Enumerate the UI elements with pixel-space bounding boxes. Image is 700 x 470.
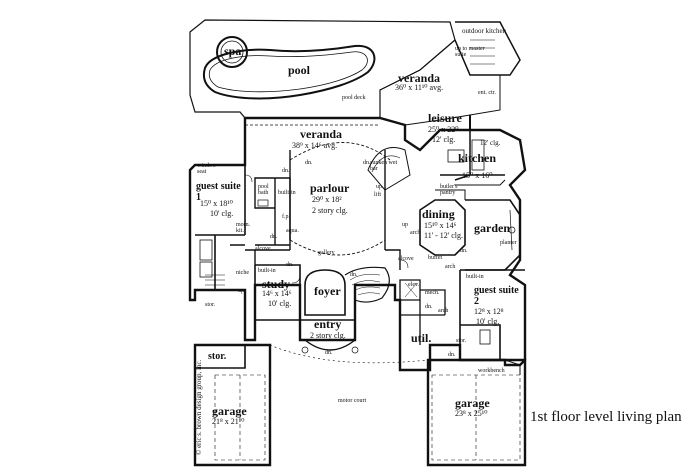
built-in-1-label: built-in	[278, 190, 296, 196]
guest-suite-1-dim: 15⁰ x 18¹⁰	[200, 199, 233, 208]
leisure-clg: 12' clg.	[432, 135, 456, 144]
garden-label: garden	[474, 221, 510, 235]
study-dim: 14⁶ x 14⁶	[262, 289, 292, 298]
main-veranda-dim: 38⁹ x 14⁶ avg.	[292, 141, 338, 150]
dining-label: dining	[422, 207, 455, 221]
dn-marker-3: dn.	[363, 160, 371, 166]
alcove-1-label: alcove	[255, 246, 271, 252]
garage-2-dim: 23⁸ x 25¹⁰	[455, 409, 488, 418]
aqua-label: aqua.	[286, 228, 299, 234]
parlour-clg: 2 story clg.	[312, 206, 348, 215]
util-label: util.	[411, 331, 432, 345]
stor-2-label: stor.	[208, 351, 227, 362]
window-seat-label: window seat	[197, 163, 217, 176]
garage-1-label: garage	[212, 404, 247, 418]
alcove-2-label: alcove	[398, 256, 414, 262]
leisure-label: leisure	[428, 111, 462, 125]
pool-bath-label: pool bath	[258, 184, 269, 197]
grand-stair	[344, 266, 390, 303]
stor-3-label: stor.	[456, 338, 467, 344]
dining-dim: 15¹⁰ x 14⁶	[424, 221, 457, 230]
entry-clg: 2 story clg.	[310, 331, 346, 340]
arch-3-label: arch	[438, 308, 449, 314]
kitchen-label: kitchen	[458, 151, 497, 165]
garage-1-dim: 21⁸ x 21¹⁰	[212, 417, 245, 426]
dn-marker-8: dn.	[425, 304, 433, 310]
study-label: study	[262, 277, 291, 291]
pool-deck-boundary	[189, 19, 456, 119]
dn-marker-4: dn.	[270, 234, 278, 240]
pool-outline	[202, 44, 376, 100]
buffet-label: buffet	[428, 255, 443, 261]
kitchen-clg: 12' clg.	[480, 139, 501, 147]
pool-deck-label: pool deck	[342, 95, 366, 101]
dining-clg: 11' - 12' clg.	[424, 231, 464, 240]
spa-outline	[216, 36, 248, 68]
plan-caption: 1st floor level living plan	[530, 409, 682, 425]
dn-marker-10: dn.	[448, 352, 456, 358]
planter-label: planter	[500, 240, 517, 246]
butlers-pantry-label: butler's pantry	[440, 184, 458, 197]
kitchen-dim: 15⁰ x 16⁰	[462, 171, 493, 180]
mech-label: mech.	[425, 290, 440, 296]
dn-marker-1: dn.	[282, 168, 290, 174]
guest-suite-2-label: guest suite 2	[474, 285, 519, 307]
garage-2-walls	[426, 358, 527, 467]
guest-suite-2-dim: 12⁸ x 12⁸	[474, 307, 504, 316]
elev-label: elev.	[408, 282, 420, 288]
built-in-3-label: built-in	[466, 274, 484, 280]
stor-1-label: stor.	[205, 302, 216, 308]
dining-outline	[419, 199, 466, 256]
exterior-walls	[188, 116, 527, 372]
built-in-2-label: built-in	[258, 268, 276, 274]
leisure-dim: 25⁰ x 22⁰	[428, 125, 459, 134]
up-marker-1: up	[376, 184, 382, 190]
upper-veranda-label: veranda	[398, 71, 440, 85]
morn-kit-label: morn. kit.	[236, 222, 251, 235]
up-marker-3: up	[238, 288, 244, 294]
gallery-label: gallery	[318, 250, 335, 256]
guest-suite-1-label: guest suite 1	[196, 181, 241, 203]
fp-label: f.p.	[282, 214, 290, 220]
foyer-outline	[304, 269, 346, 316]
outdoor-kitchen-label: outdoor kitchen	[462, 27, 507, 35]
dn-marker-9: dn.	[325, 350, 333, 356]
sunken-wet-bar-label: sunken wet bar	[370, 160, 398, 173]
upper-veranda-dim: 36⁰ x 11¹⁰ avg.	[395, 83, 444, 92]
guest-suite-1-clg: 10' clg.	[210, 209, 234, 218]
foyer-label: foyer	[314, 284, 341, 298]
dn-marker-6: dn.	[286, 262, 294, 268]
main-veranda-label: veranda	[300, 127, 342, 141]
lift-label: lift	[374, 192, 381, 198]
dn-marker-7: dn.	[350, 272, 358, 278]
arch-1-label: arch	[410, 230, 421, 236]
parlour-label: parlour	[310, 181, 350, 195]
up-to-master-label: up to master suite	[455, 46, 485, 59]
parlour-dim: 29⁰ x 18²	[312, 195, 342, 204]
dn-marker-2: dn.	[305, 160, 313, 166]
entry-label: entry	[314, 317, 342, 331]
up-marker-2: up	[402, 222, 408, 228]
dn-marker-5: dn.	[460, 248, 468, 254]
ent-ctr-label: ent. ctr.	[478, 90, 496, 96]
pool-label: pool	[288, 63, 311, 77]
niche-label: niche	[236, 270, 249, 276]
garage-2-label: garage	[455, 396, 490, 410]
spa-label: spa	[224, 44, 242, 58]
workbench-label: workbench	[478, 368, 505, 374]
copyright-text: © eric s. brown design group, inc.	[195, 359, 203, 455]
study-clg: 10' clg.	[268, 299, 292, 308]
arch-2-label: arch	[445, 264, 456, 270]
motor-court-label: motor court	[338, 398, 367, 404]
guest-suite-2-clg: 10' clg.	[476, 317, 500, 326]
parlour-arc-top	[289, 142, 391, 161]
